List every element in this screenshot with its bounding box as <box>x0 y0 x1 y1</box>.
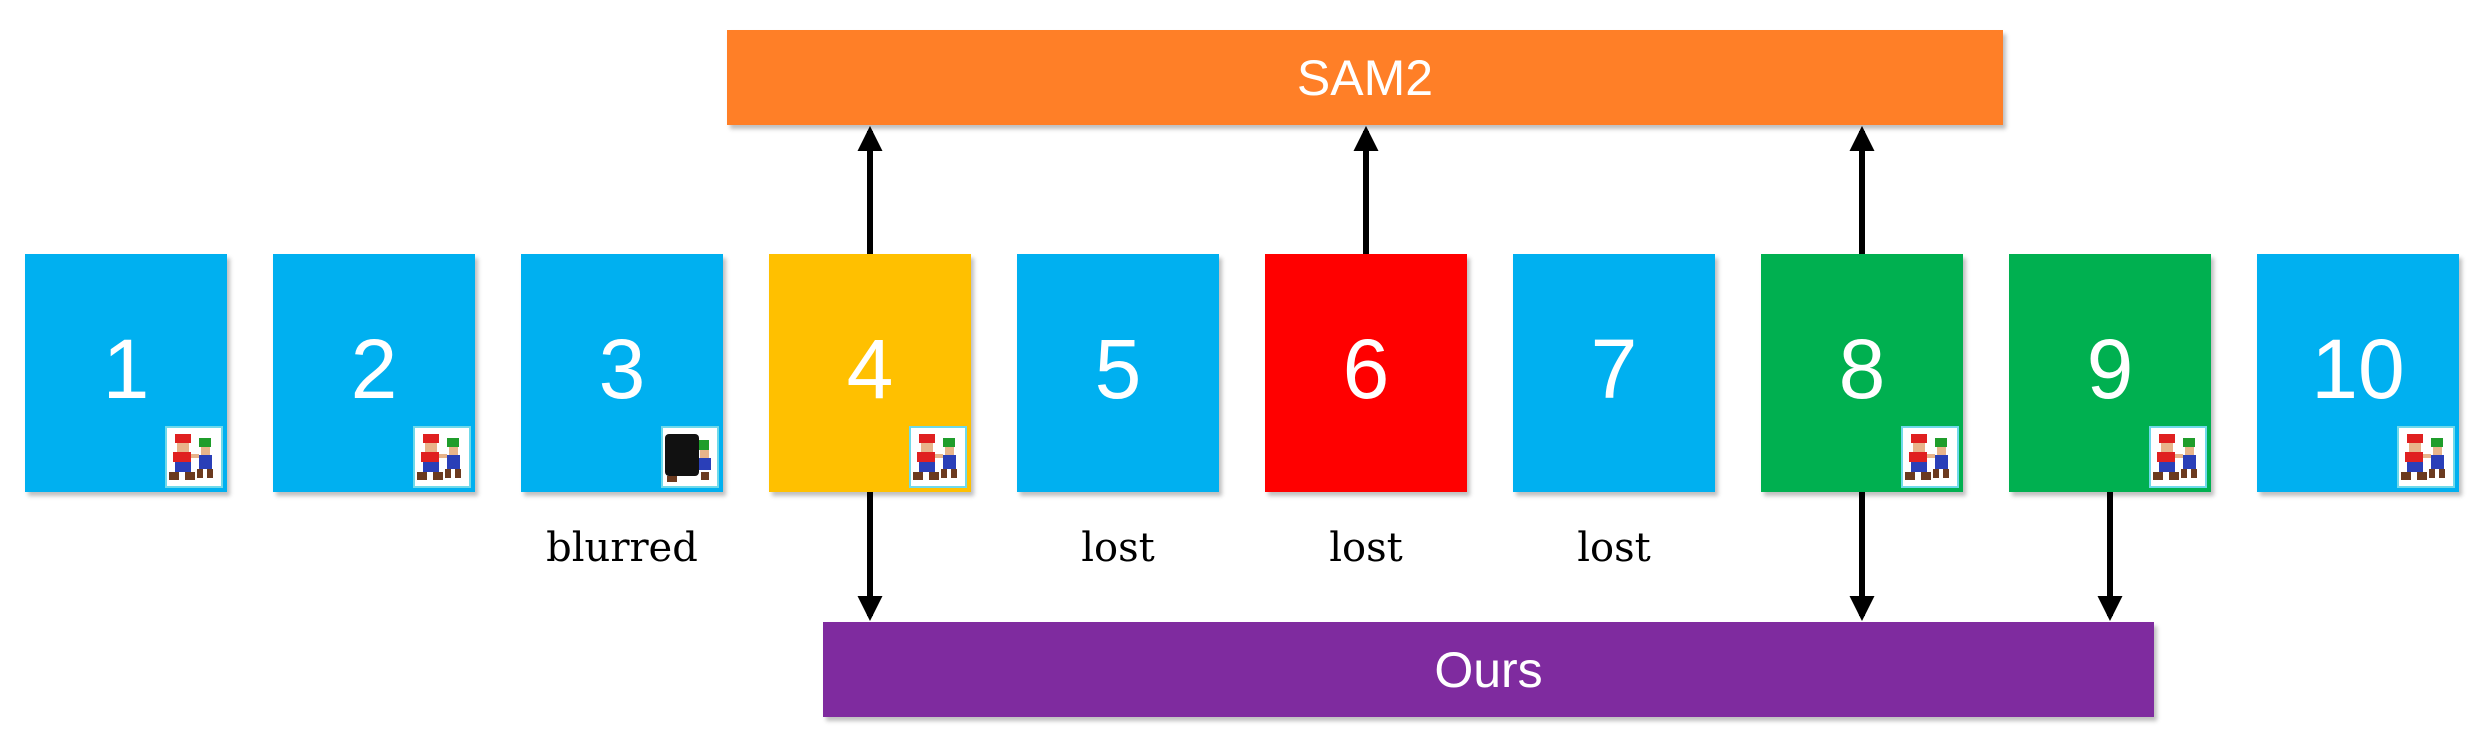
mario-luigi-icon <box>1901 426 1959 488</box>
frame-4: 4 <box>769 254 971 492</box>
mario-luigi-icon <box>165 426 223 488</box>
frame-number: 10 <box>2311 321 2405 416</box>
frame-number: 1 <box>102 321 150 416</box>
sam2-bar-label: SAM2 <box>1296 49 1434 106</box>
mario-luigi-icon <box>2397 426 2455 488</box>
frame-8: 8 <box>1761 254 1963 492</box>
frame-number: 9 <box>2086 321 2134 416</box>
frame-number: 5 <box>1094 321 1142 416</box>
ours-bar-label: Ours <box>1434 641 1543 698</box>
frame-number: 8 <box>1838 321 1886 416</box>
frame-caption-5: lost <box>1081 525 1155 571</box>
frame-number: 3 <box>598 321 646 416</box>
frame-caption-6: lost <box>1329 525 1403 571</box>
frame-10: 10 <box>2257 254 2459 492</box>
frame-9: 9 <box>2009 254 2211 492</box>
frame-number: 4 <box>846 321 894 416</box>
frame-7: 7 <box>1513 254 1715 492</box>
mario-luigi-icon <box>413 426 471 488</box>
sam2-bar: SAM2 <box>727 30 2003 125</box>
frame-3: 3 <box>521 254 723 492</box>
frame-caption-3: blurred <box>546 525 698 571</box>
ours-bar: Ours <box>823 622 2154 717</box>
frame-6: 6 <box>1265 254 1467 492</box>
frame-1: 1 <box>25 254 227 492</box>
frame-5: 5 <box>1017 254 1219 492</box>
frame-number: 7 <box>1590 321 1638 416</box>
mario-luigi-icon <box>909 426 967 488</box>
frame-2: 2 <box>273 254 475 492</box>
mario-luigi-icon <box>2149 426 2207 488</box>
frame-number: 2 <box>350 321 398 416</box>
blurred-target-icon <box>661 426 719 488</box>
frame-number: 6 <box>1342 321 1390 416</box>
frame-caption-7: lost <box>1577 525 1651 571</box>
